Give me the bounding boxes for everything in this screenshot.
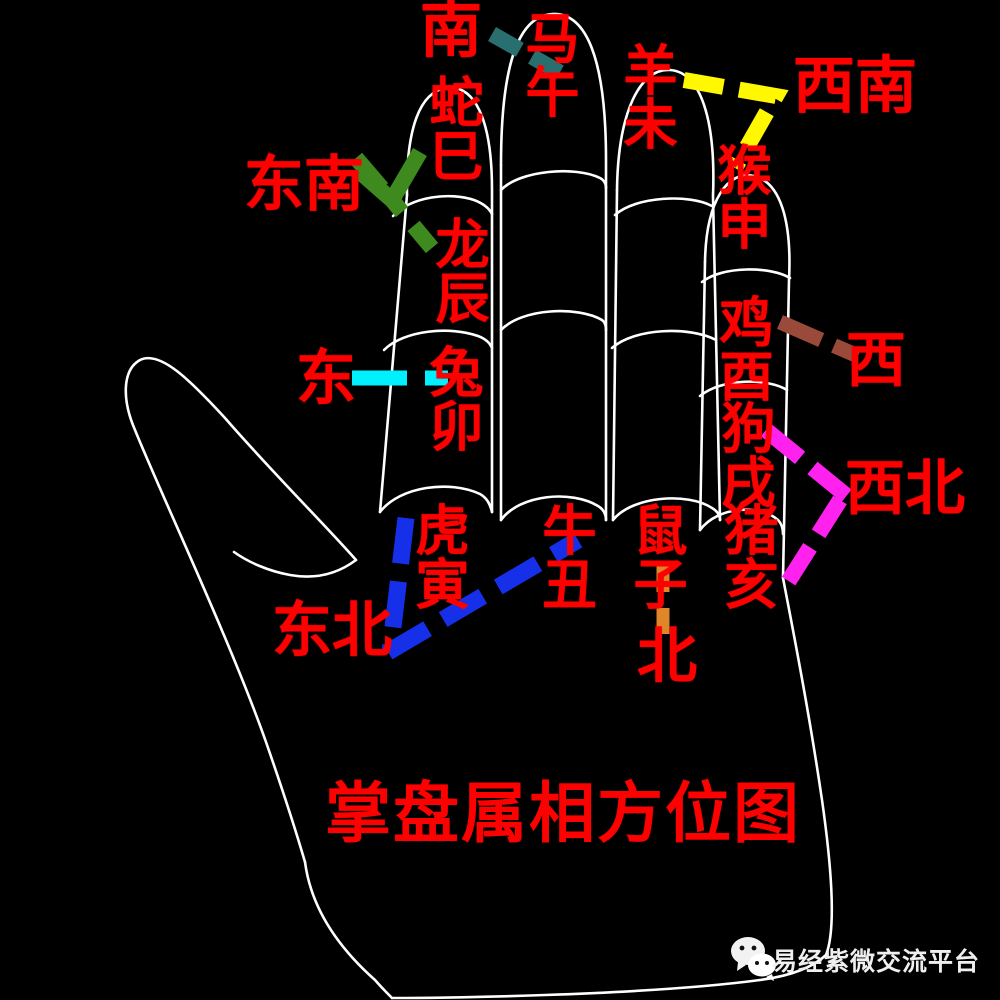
- palm-right-edge: [781, 576, 834, 957]
- zodiac-rabbit: 兔卯: [420, 344, 483, 452]
- northeast-connector-arm: [383, 532, 583, 660]
- zodiac-monkey: 猴申: [708, 142, 771, 250]
- pinky-finger-left-edge: [698, 260, 707, 532]
- northwest-connector-lower: [781, 495, 847, 587]
- direction-east: 东: [296, 344, 356, 414]
- direction-connectors: [349, 27, 861, 660]
- zodiac-pig: 猪亥: [715, 502, 778, 610]
- northwest-connector: [760, 423, 854, 504]
- zodiac-tiger: 虎寅: [406, 502, 469, 610]
- hand-outline: [124, 12, 834, 1000]
- west-connector: [777, 315, 861, 363]
- pinky-joint-lower: [698, 380, 789, 398]
- zodiac-snake: 蛇巳: [420, 74, 483, 182]
- middle-finger-outline: [499, 12, 608, 522]
- south-connector: [488, 27, 570, 83]
- diagram-title: 掌盘属相方位图: [325, 775, 801, 852]
- thumb-web-line: [232, 550, 358, 578]
- southeast-connector: [349, 152, 439, 254]
- direction-southeast: 东南: [244, 150, 364, 220]
- direction-southwest: 西南: [793, 49, 918, 122]
- knuckle-arc-middle: [499, 495, 608, 522]
- direction-north: 北: [637, 622, 697, 692]
- index-finger-outline: [405, 86, 494, 514]
- southwest-connector: [682, 72, 789, 172]
- zodiac-rat: 鼠子: [624, 502, 687, 610]
- zodiac-dog: 狗戌: [712, 400, 775, 508]
- ring-finger-left-edge: [611, 188, 619, 522]
- pinky-joint-upper: [700, 268, 792, 284]
- direction-northeast: 东北: [272, 596, 392, 666]
- knuckle-arc-pinky: [698, 508, 785, 536]
- direction-northwest: 西北: [845, 454, 965, 524]
- ring-joint-upper: [613, 197, 714, 217]
- palm-bottom-edge: [390, 953, 828, 1000]
- ring-finger-outline: [615, 68, 722, 522]
- ring-joint-lower: [610, 329, 718, 350]
- knuckle-arc-index: [378, 485, 494, 514]
- pinky-finger-outline: [703, 173, 791, 580]
- thumb-outline: [124, 356, 358, 864]
- middle-joint-lower: [499, 309, 608, 332]
- index-joint-upper: [391, 194, 494, 218]
- zodiac-ox: 牛丑: [533, 502, 596, 610]
- zodiac-rooster: 鸡酉: [710, 294, 773, 402]
- zodiac-dragon: 龙辰: [426, 216, 489, 324]
- zodiac-horse: 马午: [516, 10, 579, 118]
- zodiac-goat: 羊未: [614, 42, 677, 150]
- northeast-connector: [381, 516, 415, 654]
- direction-south: 南: [420, 0, 483, 66]
- wechat-icon: [731, 937, 776, 981]
- middle-joint-upper: [499, 169, 608, 192]
- index-joint-lower: [382, 329, 494, 352]
- index-finger-left-edge: [378, 193, 409, 514]
- watermark-text: 易经紫微交流平台: [772, 947, 981, 976]
- palm-left-edge: [303, 860, 394, 1000]
- direction-west: 西: [846, 326, 906, 396]
- southeast-connector-upper: [385, 147, 427, 205]
